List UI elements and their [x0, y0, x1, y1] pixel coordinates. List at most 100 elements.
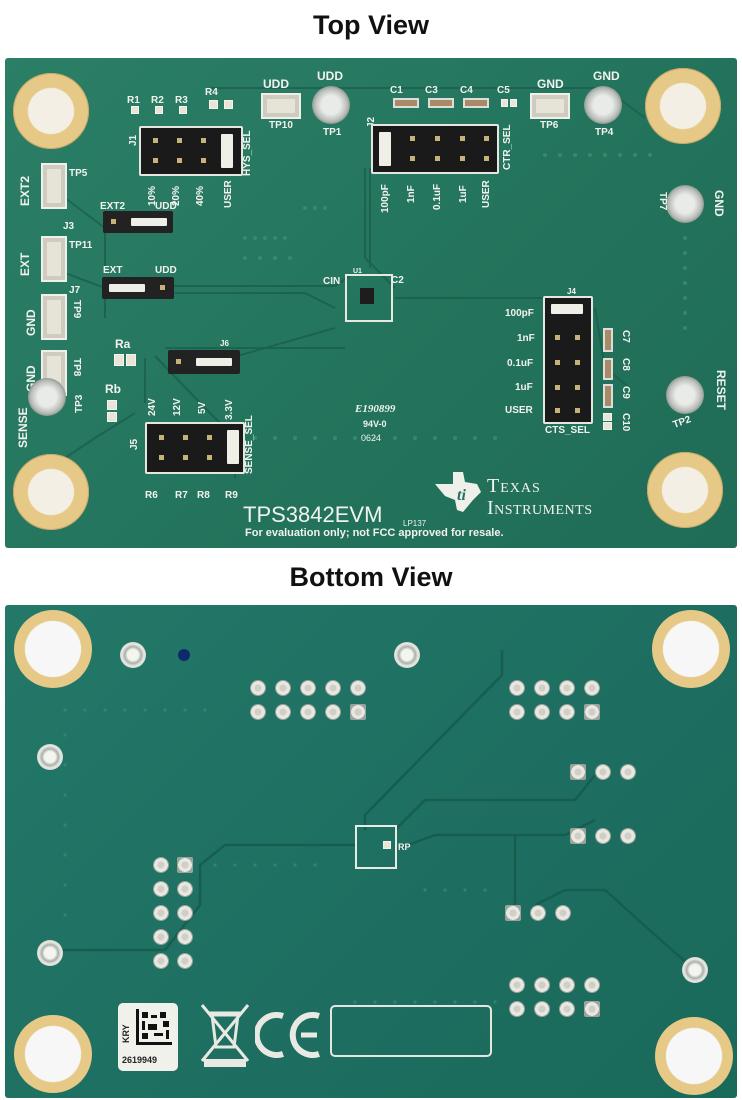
- through-hole-pin: [559, 704, 575, 720]
- c4-capacitor: [463, 98, 489, 108]
- c7-label: C7: [620, 330, 631, 343]
- jumper-shunt[interactable]: [109, 284, 145, 292]
- jumper-shunt[interactable]: [227, 430, 239, 464]
- j4-label: J4: [567, 287, 576, 296]
- tp6-test-point[interactable]: [530, 93, 570, 119]
- j5-option: 5V: [197, 401, 208, 414]
- jumper-shunt[interactable]: [131, 218, 167, 226]
- ce-mark-icon: [255, 1012, 320, 1058]
- tp11-net-label: EXT: [18, 252, 32, 276]
- j2-title: CTR_SEL: [502, 124, 513, 170]
- mounting-hole: [652, 610, 730, 688]
- j5-option: 24V: [147, 398, 158, 416]
- tp11-test-point[interactable]: [41, 236, 67, 282]
- tp2-test-point[interactable]: [666, 376, 704, 414]
- bottom-board-photo: RP KRY 2619949: [5, 605, 737, 1098]
- mounting-hole: [13, 73, 89, 149]
- through-hole-pin: [595, 828, 611, 844]
- j2-ctr-sel-header[interactable]: [371, 124, 499, 174]
- r2-pad: [155, 106, 163, 114]
- c10-pad: [603, 413, 612, 421]
- r3-label: R3: [175, 95, 188, 106]
- jumper-shunt[interactable]: [551, 304, 583, 314]
- through-hole-pin: [505, 905, 521, 921]
- c2-label: C2: [391, 275, 404, 286]
- board-rev: LP137: [403, 519, 427, 528]
- u1-chip: [360, 288, 374, 304]
- ra-pad: [114, 354, 124, 366]
- title-bottom-view: Bottom View: [289, 562, 453, 592]
- jumper-shunt[interactable]: [379, 132, 391, 166]
- r4-pad: [224, 100, 233, 109]
- c1-label: C1: [390, 85, 403, 96]
- through-hole-pin: [534, 977, 550, 993]
- tp6-label: TP6: [540, 120, 559, 131]
- tp11-label: TP11: [69, 240, 93, 251]
- tp4-test-point[interactable]: [584, 86, 622, 124]
- rb-pad: [107, 412, 117, 422]
- mounting-hole: [647, 452, 723, 528]
- j2-option: 0.1uF: [432, 183, 443, 210]
- j4-option: 1uF: [515, 382, 533, 393]
- jumper-shunt[interactable]: [196, 358, 232, 366]
- through-hole-pin: [300, 680, 316, 696]
- jumper-shunt[interactable]: [221, 134, 233, 168]
- j7-jumper[interactable]: [102, 277, 174, 299]
- through-hole-pin: [584, 680, 600, 696]
- j1-title: HYS_SEL: [242, 130, 253, 176]
- rp-pad: [383, 841, 391, 849]
- r4-label: R4: [205, 87, 218, 98]
- tp3-test-point[interactable]: [28, 378, 66, 416]
- through-hole-pin: [153, 857, 169, 873]
- through-hole-pin: [620, 828, 636, 844]
- ti-logo-icon: ti: [435, 472, 481, 512]
- through-hole-pin: [177, 881, 193, 897]
- mounting-hole: [14, 1015, 92, 1093]
- tp4-label: TP4: [595, 127, 614, 138]
- logo-line-2: Instruments: [487, 497, 593, 519]
- mounting-hole: [645, 68, 721, 144]
- j3-left-label: EXT2: [100, 201, 126, 212]
- through-hole-pin: [534, 704, 550, 720]
- through-hole-pin: [325, 680, 341, 696]
- through-hole-pin: [559, 977, 575, 993]
- tp10-net-label: UDD: [263, 77, 289, 91]
- tp9-test-point[interactable]: [41, 294, 67, 340]
- tp5-test-point[interactable]: [41, 163, 67, 209]
- j4-cts-sel-header[interactable]: [543, 296, 593, 424]
- through-hole-pin: [570, 828, 586, 844]
- j3-jumper[interactable]: [103, 211, 173, 233]
- cin-label: CIN: [323, 276, 341, 287]
- test-point-pad: [37, 940, 63, 966]
- j2-option: 1nF: [406, 185, 417, 203]
- j1-label: J1: [128, 134, 139, 146]
- j5-option: 12V: [172, 398, 183, 416]
- tp9-net-label: GND: [24, 309, 38, 336]
- ul-mark: E190899: [355, 403, 396, 415]
- through-hole-pin: [300, 704, 316, 720]
- j5-option: 3.3V: [224, 399, 235, 420]
- tp9-label: TP9: [71, 300, 82, 319]
- top-board-photo: UDD TP10 UDD TP1 R1 R2 R3 R4 J1 10% 20% …: [5, 58, 737, 548]
- through-hole-pin: [177, 929, 193, 945]
- j5-sense-sel-header[interactable]: [145, 422, 245, 474]
- tp7-test-point[interactable]: [666, 185, 704, 223]
- r4-pad: [209, 100, 218, 109]
- c10-label: C10: [620, 413, 631, 432]
- tp10-test-point[interactable]: [261, 93, 301, 119]
- through-hole-pin: [350, 680, 366, 696]
- j4-option: 0.1uF: [507, 358, 534, 369]
- through-hole-pin: [595, 764, 611, 780]
- mounting-hole: [655, 1017, 733, 1095]
- c8-capacitor: [603, 358, 613, 380]
- j4-option: USER: [505, 405, 533, 416]
- title-top-view: Top View: [312, 10, 429, 40]
- j4-option: 1nF: [517, 333, 535, 344]
- r9-label: R9: [225, 490, 238, 501]
- j1-hys-sel-header[interactable]: [139, 126, 243, 176]
- mounting-hole: [13, 454, 89, 530]
- board-name: TPS3842EVM: [243, 502, 383, 527]
- tp1-test-point[interactable]: [312, 86, 350, 124]
- j6-jumper[interactable]: [168, 350, 240, 374]
- tp4-net-label: GND: [593, 69, 620, 83]
